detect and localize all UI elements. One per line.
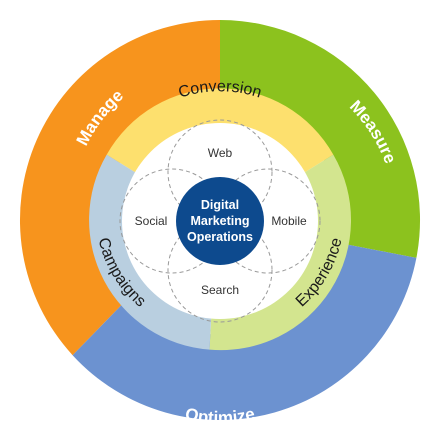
label-search: Search <box>201 283 239 297</box>
label-social: Social <box>135 214 168 228</box>
center-line-1: Digital <box>201 198 239 212</box>
dashed-circle-search <box>167 217 273 323</box>
center-line-3: Operations <box>187 230 253 244</box>
center-circle <box>176 177 264 265</box>
label-optimize-path: Optimize <box>184 404 257 427</box>
label-web: Web <box>208 146 233 160</box>
label-mobile: Mobile <box>271 214 307 228</box>
label-optimize: Optimize <box>184 404 257 427</box>
center-line-2: Marketing <box>190 214 249 228</box>
dashed-circle-web <box>167 119 273 225</box>
